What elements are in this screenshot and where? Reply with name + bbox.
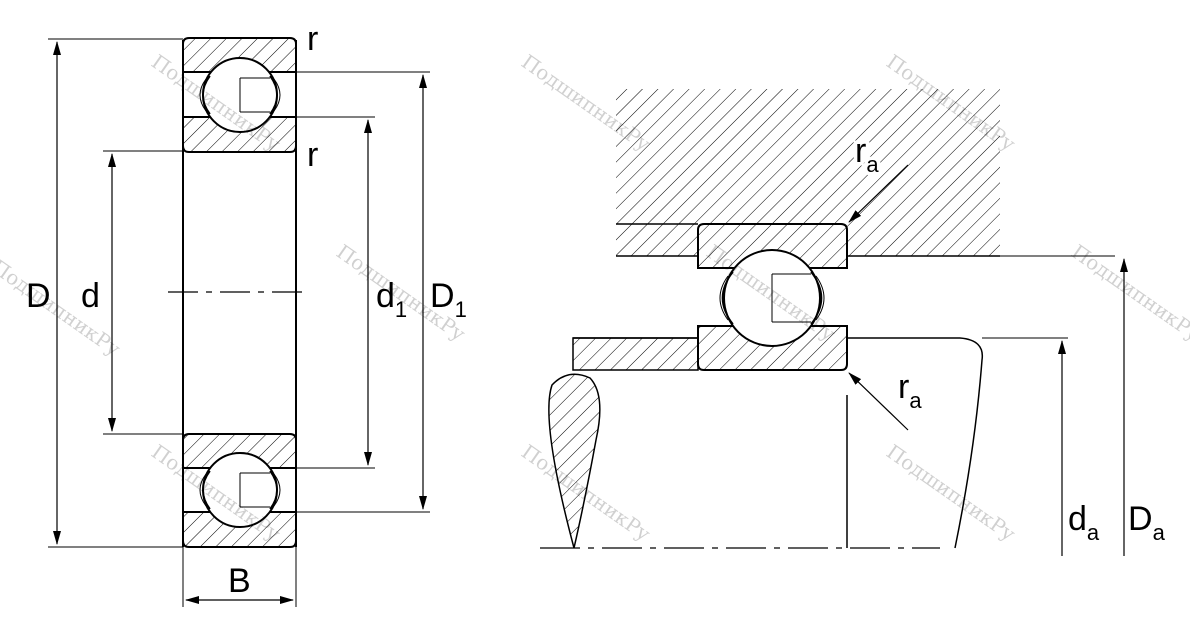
label-ra-bottom: ra	[898, 368, 922, 413]
bearing-section	[48, 37, 430, 607]
leader-ra-bottom	[848, 372, 909, 431]
label-D: D	[26, 277, 51, 315]
mounting-section	[540, 89, 1128, 556]
shaft-shoulder	[572, 337, 699, 371]
label-B: B	[228, 562, 251, 600]
label-da: da	[1068, 500, 1100, 545]
shaft-break	[548, 373, 601, 549]
label-D1: D1	[430, 277, 467, 322]
label-d1: d1	[376, 277, 407, 322]
leader-ra-top	[848, 164, 909, 223]
housing	[616, 89, 1000, 256]
watermarks: ПодшипникРу ПодшипникРу ПодшипникРу Подш…	[0, 49, 1190, 546]
cage-top	[202, 75, 278, 115]
label-r-top: r	[307, 20, 318, 58]
shaft-body	[847, 337, 984, 549]
label-ra-top: ra	[855, 132, 879, 177]
mount-cage	[721, 271, 823, 325]
watermark-10: ПодшипникРу	[882, 439, 1020, 546]
label-r-mid: r	[307, 136, 318, 174]
outer-ring-bottom	[182, 511, 297, 548]
label-Da: Da	[1128, 500, 1166, 545]
cage-bottom	[202, 470, 278, 510]
inner-ring-top	[182, 116, 297, 153]
mount-inner-ring	[697, 325, 848, 371]
label-d: d	[81, 277, 100, 315]
mount-outer-ring	[697, 223, 848, 269]
watermark-7: ПодшипникРу	[1067, 239, 1190, 346]
watermark-4: ПодшипникРу	[0, 254, 125, 361]
